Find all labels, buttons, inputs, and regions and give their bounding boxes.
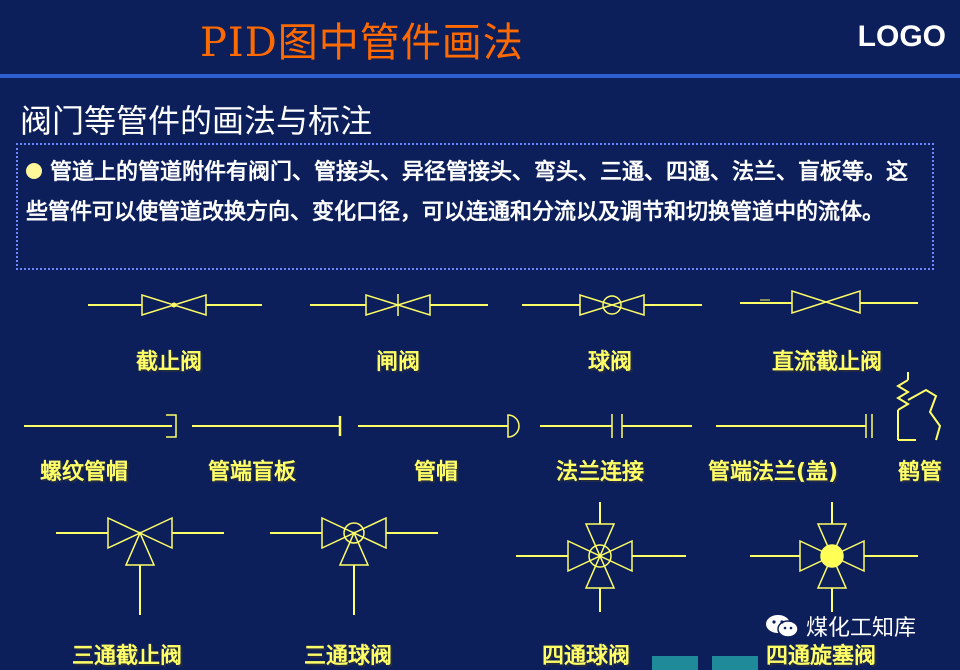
label-blind-plate: 管端盲板 <box>208 460 297 485</box>
label-three-way-ball-valve: 三通球阀 <box>304 644 393 669</box>
label-gate-valve: 闸阀 <box>376 350 421 375</box>
pipe-cap-symbol <box>358 414 520 438</box>
watermark-text: 煤化工知库 <box>806 616 917 641</box>
label-pipe-cap: 管帽 <box>414 460 459 485</box>
gate-valve-symbol <box>310 293 488 317</box>
ball-valve-symbol <box>522 293 702 317</box>
label-globe-valve: 截止阀 <box>136 350 203 375</box>
intro-box: 管道上的管道附件有阀门、管接头、异径管接头、弯头、三通、四通、法兰、盲板等。这些… <box>16 143 934 270</box>
label-three-way-globe-valve: 三通截止阀 <box>72 644 183 669</box>
blind-plate-symbol <box>192 416 342 436</box>
label-y-globe-valve: 直流截止阀 <box>772 350 883 375</box>
loading-arm-symbol <box>896 372 942 441</box>
label-loading-arm: 鹤管 <box>898 460 943 485</box>
threaded-cap-symbol <box>24 414 177 438</box>
four-way-ball-valve-symbol <box>516 502 686 612</box>
label-flange-joint: 法兰连接 <box>556 460 645 485</box>
three-way-ball-valve-symbol <box>270 516 438 615</box>
globe-valve-symbol <box>88 293 262 317</box>
intro-paragraph: 管道上的管道附件有阀门、管接头、异径管接头、弯头、三通、四通、法兰、盲板等。这些… <box>26 153 926 233</box>
intro-text: 管道上的管道附件有阀门、管接头、异径管接头、弯头、三通、四通、法兰、盲板等。这些… <box>26 160 909 225</box>
corner-block-left <box>652 656 698 670</box>
header-rule <box>0 74 960 78</box>
three-way-globe-valve-symbol <box>56 516 224 615</box>
flange-joint-symbol <box>540 414 692 438</box>
label-four-way-ball-valve: 四通球阀 <box>542 644 631 669</box>
label-ball-valve: 球阀 <box>588 350 633 375</box>
watermark: 煤化工知库 <box>764 610 916 642</box>
end-flange-cover-symbol <box>716 414 873 438</box>
logo: LOGO <box>857 20 946 53</box>
section-subtitle: 阀门等管件的画法与标注 <box>20 102 373 140</box>
four-way-plug-valve-symbol <box>750 502 918 612</box>
bullet-icon <box>26 163 42 179</box>
corner-block-right <box>712 656 758 670</box>
label-four-way-plug-valve: 四通旋塞阀 <box>766 644 877 669</box>
label-threaded-cap: 螺纹管帽 <box>40 460 129 485</box>
label-end-flange-cover: 管端法兰(盖) <box>708 460 839 485</box>
wechat-icon <box>766 615 799 638</box>
page-title: PID图中管件画法 <box>200 20 524 66</box>
y-globe-valve-symbol <box>740 289 918 315</box>
